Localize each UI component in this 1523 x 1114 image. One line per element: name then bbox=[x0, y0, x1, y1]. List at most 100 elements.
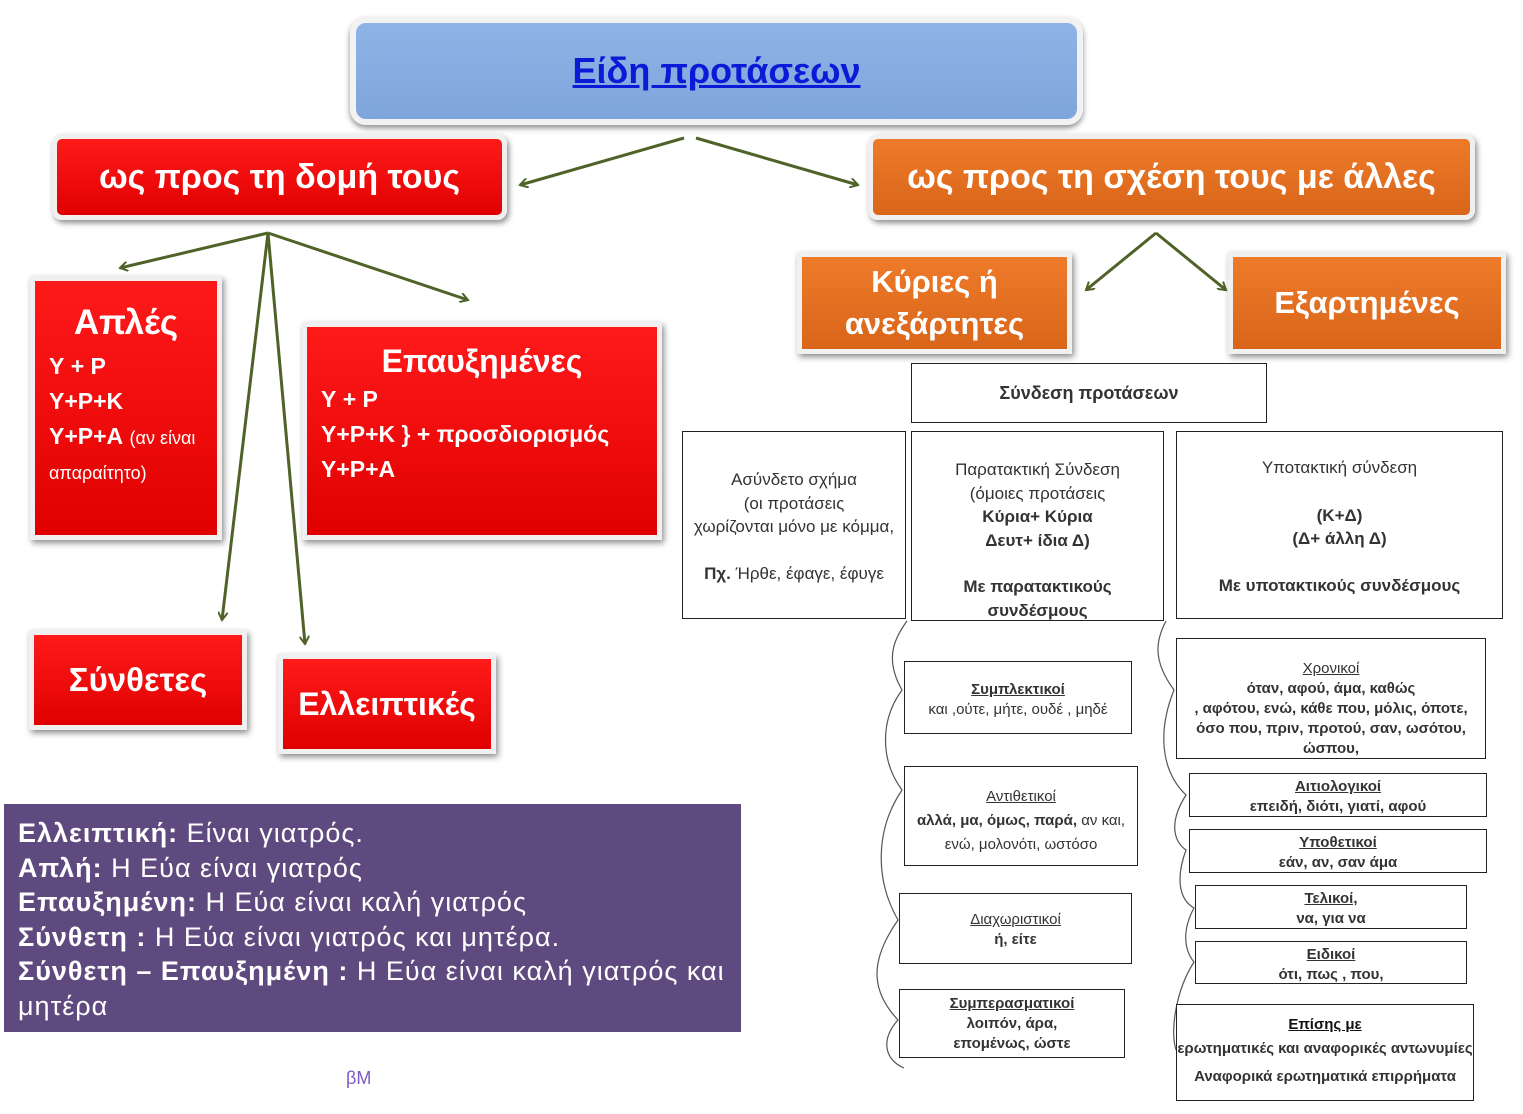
arrow-structure-to-simple bbox=[120, 231, 269, 268]
also-with-title: Επίσης με bbox=[1288, 1016, 1362, 1033]
asyndeton-title: Ασύνδετο σχήμα bbox=[731, 470, 857, 489]
asyndeton-example-label: Πχ. bbox=[704, 563, 731, 583]
example-text: Η Εύα είναι καλή γιατρός και μητέρα bbox=[18, 956, 725, 1021]
main-clauses-line-1: Κύριες ή bbox=[871, 264, 998, 299]
examples-panel: Ελλειπτική: Είναι γιατρός. Απλή: Η Εύα ε… bbox=[4, 804, 741, 1032]
example-label: Σύνθετη – Επαυξημένη : bbox=[18, 956, 349, 986]
simple-formula-3: Υ+Ρ+Α bbox=[49, 423, 124, 449]
final-words: να, για να bbox=[1296, 910, 1366, 927]
brace-paratactic bbox=[876, 620, 908, 1069]
temporal-line-2: , αφότου, ενώ, κάθε που, μόλις, όποτε, bbox=[1194, 700, 1468, 717]
cumulative-conjunctions-box: Συμπλεκτικοί και ,ούτε, μήτε, ουδέ , μηδ… bbox=[904, 661, 1132, 734]
hypotactic-title: Υποτακτική σύνδεση bbox=[1261, 458, 1418, 477]
example-label: Ελλειπτική: bbox=[18, 818, 179, 848]
arrow-structure-to-elliptical bbox=[266, 232, 305, 644]
example-row-compound: Σύνθετη : Η Εύα είναι γιατρός και μητέρα… bbox=[18, 920, 727, 955]
dependent-clauses-label: Εξαρτημένες bbox=[1274, 285, 1460, 320]
expanded-formula-1: Υ + Ρ bbox=[321, 386, 378, 412]
also-with-line-1: ερωτηματικές και αναφορικές αντωνυμίες bbox=[1177, 1040, 1473, 1057]
example-row-simple: Απλή: Η Εύα είναι γιατρός bbox=[18, 851, 727, 886]
temporal-line-1: όταν, αφού, άμα, καθώς bbox=[1246, 680, 1416, 697]
arrow-structure-to-expanded bbox=[267, 231, 468, 300]
asyndeton-example-text: Ήρθε, έφαγε, έφυγε bbox=[730, 563, 884, 583]
arrow-title-to-relation bbox=[695, 136, 858, 185]
brace-hypotactic bbox=[1157, 620, 1195, 1051]
author-initials: βΜ bbox=[346, 1068, 372, 1088]
declarative-words: ότι, πως , που, bbox=[1278, 966, 1384, 983]
example-text: Η Εύα είναι γιατρός bbox=[102, 852, 363, 883]
adversative-words-line: αλλά, μα, όμως, παρά, αν και, bbox=[905, 809, 1137, 833]
paratactic-line-3: Δευτ+ ίδια Δ) bbox=[985, 530, 1090, 550]
cumulative-words: και ,ούτε, μήτε, ουδέ , μηδέ bbox=[928, 701, 1108, 718]
paratactic-line-4: Με παρατακτικούς συνδέσμους bbox=[963, 577, 1112, 620]
adversative-conjunctions-box: Αντιθετικοί αλλά, μα, όμως, παρά, αν και… bbox=[904, 766, 1138, 866]
main-clauses-line-2: ανεξάρτητες bbox=[844, 306, 1025, 341]
conditional-title: Υποθετικοί bbox=[1299, 834, 1377, 851]
page-title[interactable]: Είδη προτάσεων bbox=[572, 50, 861, 91]
conditional-conjunctions-box: Υποθετικοί εάν, αν, σαν άμα bbox=[1189, 829, 1487, 873]
example-label: Σύνθετη : bbox=[18, 921, 147, 952]
conclusive-conjunctions-box: Συμπερασματικοί λοιπόν, άρα, επομένως, ώ… bbox=[899, 989, 1125, 1058]
structure-category-box: ως προς τη δομή τους bbox=[52, 134, 507, 220]
title-box: Είδη προτάσεων bbox=[350, 17, 1083, 125]
simple-clauses-box: Απλές Υ + Ρ Υ+Ρ+Κ Υ+Ρ+Α (αν είναι απαραί… bbox=[30, 276, 222, 540]
simple-formula-2: Υ+Ρ+Κ bbox=[49, 388, 124, 414]
also-with-line-2: Αναφορικά ερωτηματικά επιρρήματα bbox=[1194, 1068, 1456, 1085]
asyndeton-line-1: (οι προτάσεις bbox=[743, 493, 845, 513]
disjunctive-words: ή, είτε bbox=[994, 931, 1037, 948]
relation-category-box: ως προς τη σχέση τους με άλλες bbox=[868, 134, 1475, 220]
expanded-clauses-title: Επαυξημένες bbox=[381, 343, 583, 379]
structure-category-label: ως προς τη δομή τους bbox=[98, 157, 461, 196]
asyndeton-line-2: χωρίζονται μόνο με κόμμα, bbox=[693, 517, 895, 536]
conditional-words: εάν, αν, σαν άμα bbox=[1278, 854, 1398, 871]
example-text: Η Εύα είναι καλή γιατρός bbox=[196, 887, 527, 917]
conclusive-title: Συμπερασματικοί bbox=[949, 995, 1075, 1012]
adversative-words-bold: αλλά, μα, όμως, παρά, bbox=[916, 812, 1078, 829]
main-clauses-box: Κύριες ή ανεξάρτητες bbox=[797, 252, 1072, 354]
arrow-title-to-structure bbox=[520, 136, 685, 185]
compound-clauses-box: Σύνθετες bbox=[29, 630, 247, 730]
relation-category-label: ως προς τη σχέση τους με άλλες bbox=[907, 157, 1436, 196]
declarative-conjunctions-box: Ειδικοί ότι, πως , που, bbox=[1195, 941, 1467, 984]
hypotactic-line-2: (Δ+ άλλη Δ) bbox=[1292, 529, 1387, 548]
paratactic-line-2: Κύρια+ Κύρια bbox=[982, 507, 1093, 526]
paratactic-line-1: (όμοιες προτάσεις bbox=[969, 483, 1106, 503]
asyndeton-box: Ασύνδετο σχήμα (οι προτάσεις χωρίζονται … bbox=[682, 431, 906, 619]
elliptical-clauses-box: Ελλειπτικές bbox=[278, 654, 496, 754]
conclusive-line-2: επομένως, ώστε bbox=[953, 1035, 1071, 1052]
temporal-title: Χρονικοί bbox=[1302, 660, 1360, 677]
example-row-elliptical: Ελλειπτική: Είναι γιατρός. bbox=[18, 816, 727, 851]
linking-title-box: Σύνδεση προτάσεων bbox=[911, 363, 1267, 423]
hypotactic-box: Υποτακτική σύνδεση (Κ+Δ) (Δ+ άλλη Δ) Με … bbox=[1176, 431, 1503, 619]
paratactic-title: Παρατακτική Σύνδεση bbox=[955, 460, 1120, 479]
declarative-title: Ειδικοί bbox=[1306, 946, 1356, 963]
example-text: Η Εύα είναι γιατρός και μητέρα. bbox=[146, 921, 561, 952]
conclusive-line-1: λοιπόν, άρα, bbox=[966, 1015, 1058, 1032]
arrow-relation-to-dependent bbox=[1155, 231, 1226, 290]
hypotactic-line-3: Με υποτακτικούς συνδέσμους bbox=[1218, 575, 1461, 595]
adversative-words-rest: αν και, bbox=[1077, 812, 1126, 829]
compound-clauses-label: Σύνθετες bbox=[68, 661, 208, 698]
simple-formula-1: Υ + Ρ bbox=[49, 353, 106, 379]
causal-conjunctions-box: Αιτιολογικοί επειδή, διότι, γιατί, αφού bbox=[1189, 773, 1487, 817]
example-row-expanded: Επαυξημένη: Η Εύα είναι καλή γιατρός bbox=[18, 885, 727, 920]
also-with-box: Επίσης με ερωτηματικές και αναφορικές αν… bbox=[1176, 1004, 1474, 1101]
causal-title: Αιτιολογικοί bbox=[1294, 778, 1382, 795]
example-row-compound-expanded: Σύνθετη – Επαυξημένη : Η Εύα είναι καλή … bbox=[18, 954, 727, 1023]
adversative-line-2: ενώ, μολονότι, ωστόσο bbox=[944, 836, 1098, 853]
example-label: Επαυξημένη: bbox=[18, 887, 197, 917]
adversative-title: Αντιθετικοί bbox=[986, 788, 1056, 805]
disjunctive-conjunctions-box: Διαχωριστικοί ή, είτε bbox=[899, 893, 1132, 964]
elliptical-clauses-label: Ελλειπτικές bbox=[298, 685, 476, 722]
arrow-relation-to-main bbox=[1086, 231, 1157, 290]
arrow-structure-to-compound bbox=[222, 232, 270, 620]
cumulative-title: Συμπλεκτικοί bbox=[971, 681, 1065, 698]
final-conjunctions-box: Τελικοί, να, για να bbox=[1195, 885, 1467, 929]
example-label: Απλή: bbox=[18, 852, 103, 883]
dependent-clauses-box: Εξαρτημένες bbox=[1228, 252, 1506, 354]
linking-title: Σύνδεση προτάσεων bbox=[999, 382, 1179, 403]
asyndeton-example: Πχ. Ήρθε, έφαγε, έφυγε bbox=[683, 562, 905, 586]
causal-words: επειδή, διότι, γιατί, αφού bbox=[1249, 798, 1427, 815]
simple-clauses-title: Απλές bbox=[73, 303, 179, 342]
